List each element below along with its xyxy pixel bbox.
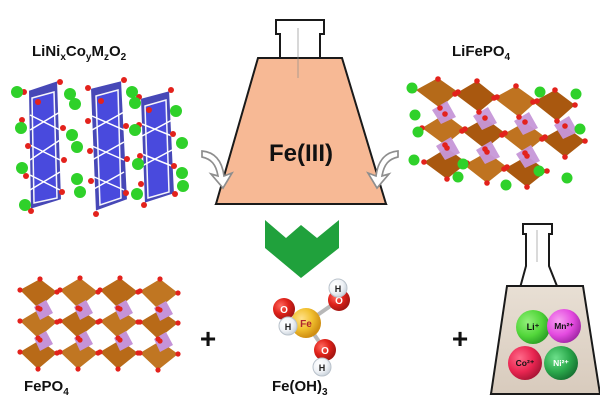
plus-sign-1: +: [200, 323, 216, 354]
oxygen-atom-bottom: [314, 339, 336, 361]
hydrogen-atom-top-label: H: [335, 284, 342, 294]
lfp-lithium-atoms: [406, 82, 586, 191]
oxygen-atom-left-label: O: [280, 305, 288, 316]
fepo4-label: FePO4: [24, 378, 69, 398]
co-ion-label: Co²⁺: [516, 358, 535, 368]
ni-ion-label: Ni²⁺: [553, 358, 569, 368]
right-input-arrow: [366, 150, 399, 190]
fe-iii-flask: Fe(III): [214, 19, 388, 205]
plus-sign-2: +: [452, 323, 468, 354]
oxygen-atom-top-label: O: [335, 296, 343, 307]
ncm-column-3: [138, 88, 177, 206]
ncm-lithium-atoms: [11, 86, 189, 211]
metal-ions-flask: Li⁺ Mn²⁺ Co²⁺ Ni²⁺: [489, 223, 600, 395]
hydrogen-atom-left: [278, 316, 298, 336]
co-ion: [508, 346, 542, 380]
ncm-crystal-structure: [11, 77, 189, 217]
ncm-column-2: [88, 78, 130, 214]
lfp-crystal-structure: [406, 76, 588, 191]
fe-atom-label: Fe: [300, 319, 312, 330]
ni-ion: [544, 346, 578, 380]
lfp-formula-label: LiFePO4: [452, 43, 511, 63]
hydrogen-atom-left-label: H: [285, 322, 292, 332]
mn-ion-label: Mn²⁺: [554, 321, 574, 331]
oxygen-atom-bottom-label: O: [321, 346, 329, 357]
fe-atom: [291, 308, 321, 338]
hydrogen-atom-bottom-label: H: [319, 363, 326, 373]
li-ion: [516, 310, 550, 344]
fepo4-octahedra: [20, 278, 178, 370]
left-input-arrow: [201, 150, 234, 190]
fepo4-crystal-structure: [17, 275, 181, 373]
ncm-column-1: [26, 78, 64, 212]
mn-ion: [547, 309, 581, 343]
fepo4-oxygen-atoms: [17, 275, 181, 373]
downward-chevron-icon: [265, 220, 339, 278]
li-ion-label: Li⁺: [527, 322, 540, 332]
fe-oh3-label: Fe(OH)3: [272, 378, 328, 398]
hydrogen-atom-top: [328, 278, 348, 298]
fe-oh3-molecule: Fe O O O H H H: [273, 278, 350, 377]
hydrogen-atom-bottom: [312, 357, 332, 377]
oxygen-atom-left: [273, 298, 295, 320]
ncm-formula-label: LiNixCoyMzO2: [32, 43, 127, 63]
lfp-octahedra-top: [416, 78, 585, 187]
fe-iii-label: Fe(III): [269, 140, 333, 167]
